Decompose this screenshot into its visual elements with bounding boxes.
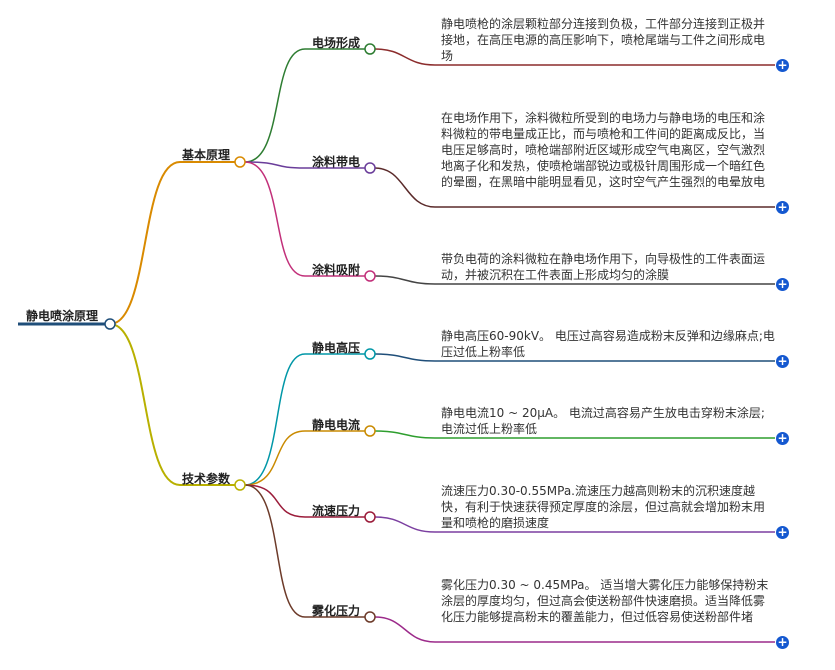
root-node[interactable]: 静电喷涂原理 (26, 309, 99, 323)
node-handle[interactable] (364, 611, 376, 623)
node-handle[interactable] (364, 162, 376, 174)
leaf-connector-3 (374, 275, 775, 285)
node-current[interactable]: 静电电流 (312, 418, 361, 432)
leaf-connector-4 (374, 353, 775, 362)
leaf-text[interactable]: 静电电流10 ~ 20μA。 电流过高容易产生放电击穿粉末涂层;电流过低上粉率低 (441, 406, 765, 436)
leaf-connector-2 (374, 167, 775, 208)
leaf-connector-6 (374, 516, 775, 533)
tech-node-handle[interactable] (234, 479, 246, 491)
expand-plus-icon[interactable]: + (776, 635, 789, 649)
node-handle[interactable] (364, 43, 376, 55)
connector-2 (244, 161, 365, 169)
node-electric-field[interactable]: 电场形成 (312, 36, 361, 50)
basic-node-handle[interactable] (234, 156, 246, 168)
connector-5 (244, 430, 365, 486)
leaf-connector-5 (374, 430, 775, 439)
node-handle[interactable] (364, 511, 376, 523)
root-node-handle[interactable] (104, 318, 116, 330)
leaf-text[interactable]: 静电高压60-90kV。 电压过高容易造成粉末反弹和边缘麻点;电压过低上粉率低 (441, 329, 775, 359)
connector-6 (244, 484, 365, 518)
connector-basic (109, 161, 235, 325)
branch-tech-params[interactable]: 技术参数 (182, 472, 231, 486)
node-handle[interactable] (364, 270, 376, 282)
node-high-voltage[interactable]: 静电高压 (312, 341, 361, 355)
node-handle[interactable] (364, 425, 376, 437)
connector-7 (244, 484, 365, 618)
leaf-text[interactable]: 雾化压力0.30 ~ 0.45MPa。 适当增大雾化压力能够保持粉末涂层的厚度均… (441, 578, 769, 624)
expand-plus-icon[interactable]: + (776, 58, 789, 72)
node-atomization-pressure[interactable]: 雾化压力 (312, 604, 361, 618)
connector-tech (109, 323, 235, 486)
expand-plus-icon[interactable]: + (776, 354, 789, 368)
connector-3 (244, 161, 365, 277)
expand-plus-icon[interactable]: + (776, 200, 789, 214)
expand-plus-icon[interactable]: + (776, 277, 789, 291)
leaf-connector-1 (374, 48, 775, 66)
connector-4 (244, 353, 365, 486)
expand-plus-icon[interactable]: + (776, 431, 789, 445)
leaf-text[interactable]: 在电场作用下，涂料微粒所受到的电场力与静电场的电压和涂料微粒的带电量成正比，而与… (441, 111, 766, 189)
connector-1 (244, 48, 365, 163)
leaf-connector-7 (374, 616, 775, 643)
leaf-text[interactable]: 流速压力0.30-0.55MPa.流速压力越高则粉末的沉积速度越快，有利于快速获… (441, 484, 766, 530)
node-paint-adsorption[interactable]: 涂料吸附 (312, 263, 361, 277)
leaf-text[interactable]: 静电喷枪的涂层颗粒部分连接到负极，工件部分连接到正极并接地，在高压电源的高压影响… (441, 17, 766, 63)
node-paint-charging[interactable]: 涂料带电 (312, 155, 361, 169)
node-handle[interactable] (364, 348, 376, 360)
node-flow-pressure[interactable]: 流速压力 (312, 504, 361, 518)
leaf-text[interactable]: 带负电荷的涂料微粒在静电场作用下，向导极性的工件表面运动，并被沉积在工件表面上形… (441, 252, 766, 282)
expand-plus-icon[interactable]: + (776, 525, 789, 539)
branch-basic-principle[interactable]: 基本原理 (182, 148, 231, 162)
